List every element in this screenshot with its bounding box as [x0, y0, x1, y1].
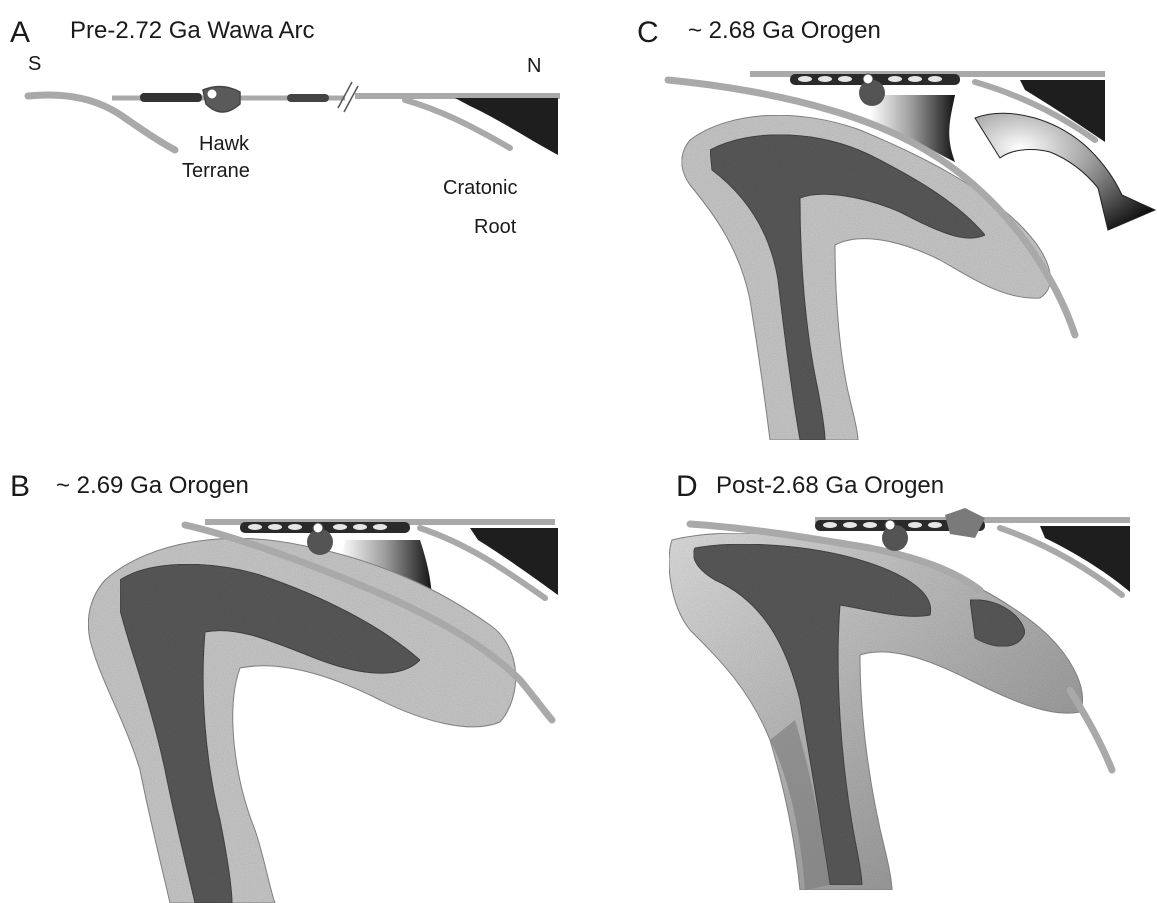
southern-plate: [28, 95, 175, 150]
terrane-label: Terrane: [182, 160, 250, 182]
pluton-icon-d: [885, 520, 895, 530]
cratonic-label: Cratonic: [443, 177, 517, 199]
panel-d-letter: D: [676, 470, 698, 503]
panel-b-letter: B: [10, 470, 30, 503]
root-label: Root: [474, 216, 517, 238]
craton-d: [1040, 526, 1130, 592]
panel-b: B ~ 2.69 Ga Orogen: [10, 470, 558, 903]
panel-a-title: Pre-2.72 Ga Wawa Arc: [70, 17, 315, 44]
arc-basin-left: [140, 93, 202, 102]
north-label: N: [527, 55, 541, 77]
panel-a: A Pre-2.72 Ga Wawa Arc S N Hawk Terrane …: [10, 16, 560, 238]
south-label: S: [28, 53, 41, 75]
panel-c-title: ~ 2.68 Ga Orogen: [688, 17, 881, 44]
hawk-terrane-c: [859, 80, 885, 106]
accreted-block-d: [945, 508, 985, 538]
detached-block-d: [970, 600, 1025, 647]
arc-basin-right: [287, 94, 329, 102]
hawk-label: Hawk: [199, 133, 250, 155]
panel-d-title: Post-2.68 Ga Orogen: [716, 472, 944, 499]
hawk-terrane-d: [882, 525, 908, 551]
panel-c: C ~ 2.68 Ga Orogen: [637, 16, 1155, 440]
craton-b: [470, 528, 558, 595]
panel-b-title: ~ 2.69 Ga Orogen: [56, 472, 249, 499]
pluton-icon: [207, 89, 217, 99]
panel-c-letter: C: [637, 16, 659, 49]
pluton-icon-c: [863, 74, 873, 84]
slab-fragment-d: [1070, 690, 1112, 770]
panel-a-letter: A: [10, 16, 30, 49]
pluton-icon-b: [313, 523, 323, 533]
panel-d: D Post-2.68 Ga Orogen: [669, 470, 1130, 890]
